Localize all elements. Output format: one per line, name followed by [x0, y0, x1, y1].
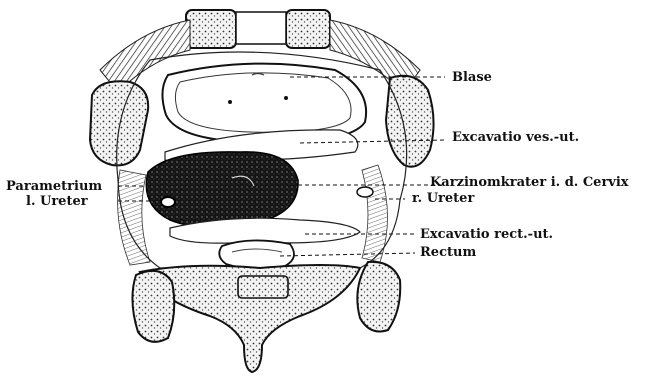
label-r-ureter: r. Ureter — [412, 192, 474, 206]
label-parametrium: Parametrium — [6, 180, 102, 194]
label-excavatio-rect-ut: Excavatio rect.-ut. — [420, 228, 553, 242]
label-blase: Blase — [452, 71, 492, 85]
label-karzinomkrater: Karzinomkrater i. d. Cervix — [430, 176, 629, 190]
left-ureter — [161, 197, 175, 207]
carcinoma-crater — [146, 152, 298, 227]
label-rectum: Rectum — [420, 246, 476, 260]
right-ureter — [357, 187, 373, 197]
label-l-ureter: l. Ureter — [26, 195, 88, 209]
label-excavatio-ves-ut: Excavatio ves.-ut. — [452, 131, 579, 145]
rectum — [219, 240, 294, 268]
leader-rectum — [280, 253, 415, 256]
pubic-bones — [186, 10, 330, 48]
